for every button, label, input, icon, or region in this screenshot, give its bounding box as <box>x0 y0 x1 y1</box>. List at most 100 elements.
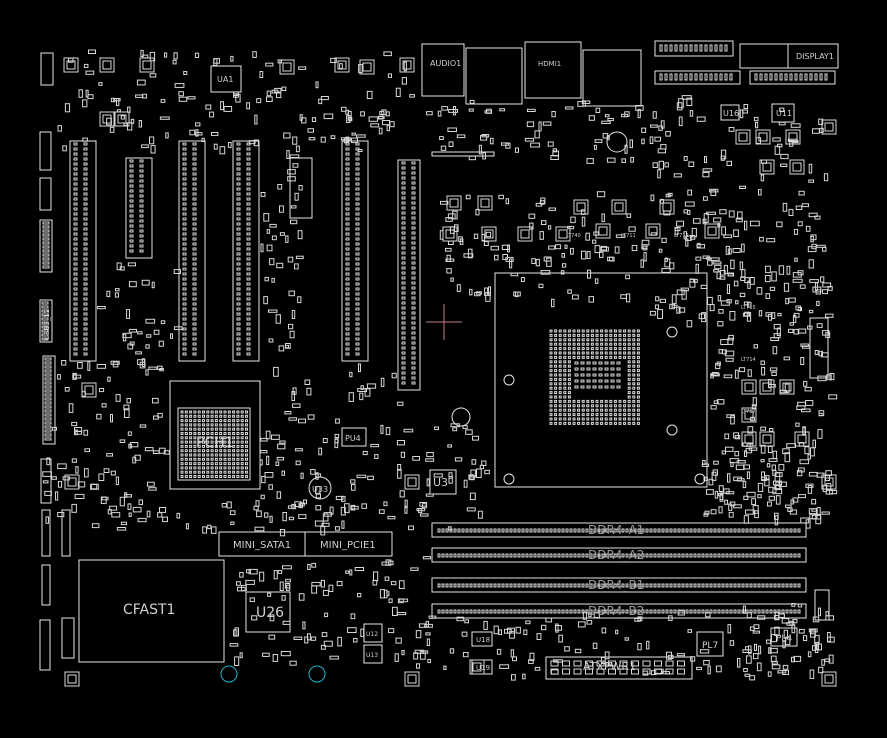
smd-component <box>822 247 827 252</box>
capacitor <box>451 407 471 427</box>
slot-pin <box>246 287 251 291</box>
smd-component <box>677 609 685 616</box>
bga-ball <box>223 449 227 453</box>
dimm-pin <box>693 609 697 614</box>
smd-component <box>785 636 791 646</box>
dimm-pin <box>593 583 597 588</box>
slot-pin <box>246 237 251 241</box>
smd-component <box>792 314 797 323</box>
slot-pin <box>192 282 197 286</box>
smd-component <box>82 137 88 142</box>
smd-component <box>513 291 521 297</box>
u18-label: U18 <box>476 636 490 644</box>
smd-component <box>514 147 520 153</box>
lga-pad <box>627 355 631 359</box>
bga-ball <box>180 410 184 414</box>
smd-component <box>803 380 808 387</box>
header-strip <box>41 564 51 606</box>
slot-pin <box>411 241 416 245</box>
lga-pad <box>554 369 558 373</box>
lga-pad <box>632 364 636 368</box>
smd-component <box>734 369 739 379</box>
smd-component <box>61 360 67 366</box>
smd-component <box>581 250 587 260</box>
slot-pin <box>246 182 251 186</box>
smd-component <box>389 121 395 128</box>
smd-component <box>548 207 556 211</box>
slot-pin <box>345 287 350 291</box>
smd-component <box>586 251 591 260</box>
dimm-pin <box>541 528 545 533</box>
slot-pin <box>236 282 241 286</box>
bga-ball <box>245 440 248 444</box>
smd-component <box>346 115 351 123</box>
smd-component <box>279 232 285 236</box>
smd-component <box>77 481 86 488</box>
smd-component <box>362 451 368 456</box>
smd-component <box>724 433 730 440</box>
dimm-pin <box>765 528 769 533</box>
dimm-pin <box>653 528 657 533</box>
lga-pad <box>577 399 581 403</box>
slot-pin <box>401 381 406 385</box>
smd-component <box>462 652 469 658</box>
bga-ball <box>210 475 214 478</box>
smd-component <box>127 431 132 436</box>
slot-pin <box>83 192 88 196</box>
lga-pad <box>549 351 553 355</box>
slot-pin <box>83 187 88 191</box>
dimm-pin <box>709 609 713 614</box>
slot-pin <box>182 232 187 236</box>
lga-pad <box>580 361 585 365</box>
lga-pad <box>567 413 571 417</box>
smd-component <box>341 106 347 112</box>
lga-pad <box>600 413 604 417</box>
lga-pad <box>577 351 581 355</box>
smd-component <box>152 397 159 404</box>
slot-pin <box>401 216 406 220</box>
lga-pad <box>549 360 553 364</box>
header-pin <box>714 44 718 52</box>
lga-pad <box>632 360 636 364</box>
dimm-pin <box>477 609 481 614</box>
lga-pad <box>632 377 636 381</box>
smd-component <box>381 561 390 566</box>
slot-pin <box>236 337 241 341</box>
slot-pin <box>192 222 197 226</box>
smd-component <box>782 640 786 649</box>
smd-component <box>713 400 719 404</box>
dimm-pin <box>617 528 621 533</box>
bga-ball <box>214 466 218 470</box>
dimm-pin <box>769 528 773 533</box>
bga-ball <box>193 419 197 423</box>
smd-component <box>542 121 552 126</box>
smd-component <box>554 625 563 631</box>
smd-component <box>767 671 772 677</box>
smd-component <box>330 57 337 64</box>
smd-component <box>742 480 747 489</box>
smd-component <box>297 230 303 240</box>
bga-ball <box>223 427 227 431</box>
smd-component <box>279 205 284 213</box>
smd-component <box>814 215 821 220</box>
slot-pin <box>401 321 406 325</box>
smd-component <box>437 110 442 117</box>
smd-component <box>678 116 683 127</box>
bga-ball <box>245 470 248 474</box>
dimm-pin <box>517 583 521 588</box>
slot-pin <box>355 292 360 296</box>
smd-component <box>441 106 449 111</box>
smd-component <box>713 217 722 223</box>
lga-pad <box>574 373 579 377</box>
bga-ball <box>214 444 218 448</box>
dimm-pin <box>517 609 521 614</box>
bga-ball <box>193 440 197 444</box>
smd-component <box>657 169 661 179</box>
smd-component <box>252 51 257 58</box>
dimm-pin <box>569 553 573 558</box>
lga-pad <box>609 347 613 351</box>
power-stage-core <box>614 202 624 212</box>
smd-component <box>779 107 785 112</box>
smd-component <box>701 312 707 323</box>
dimm-pin <box>521 583 525 588</box>
